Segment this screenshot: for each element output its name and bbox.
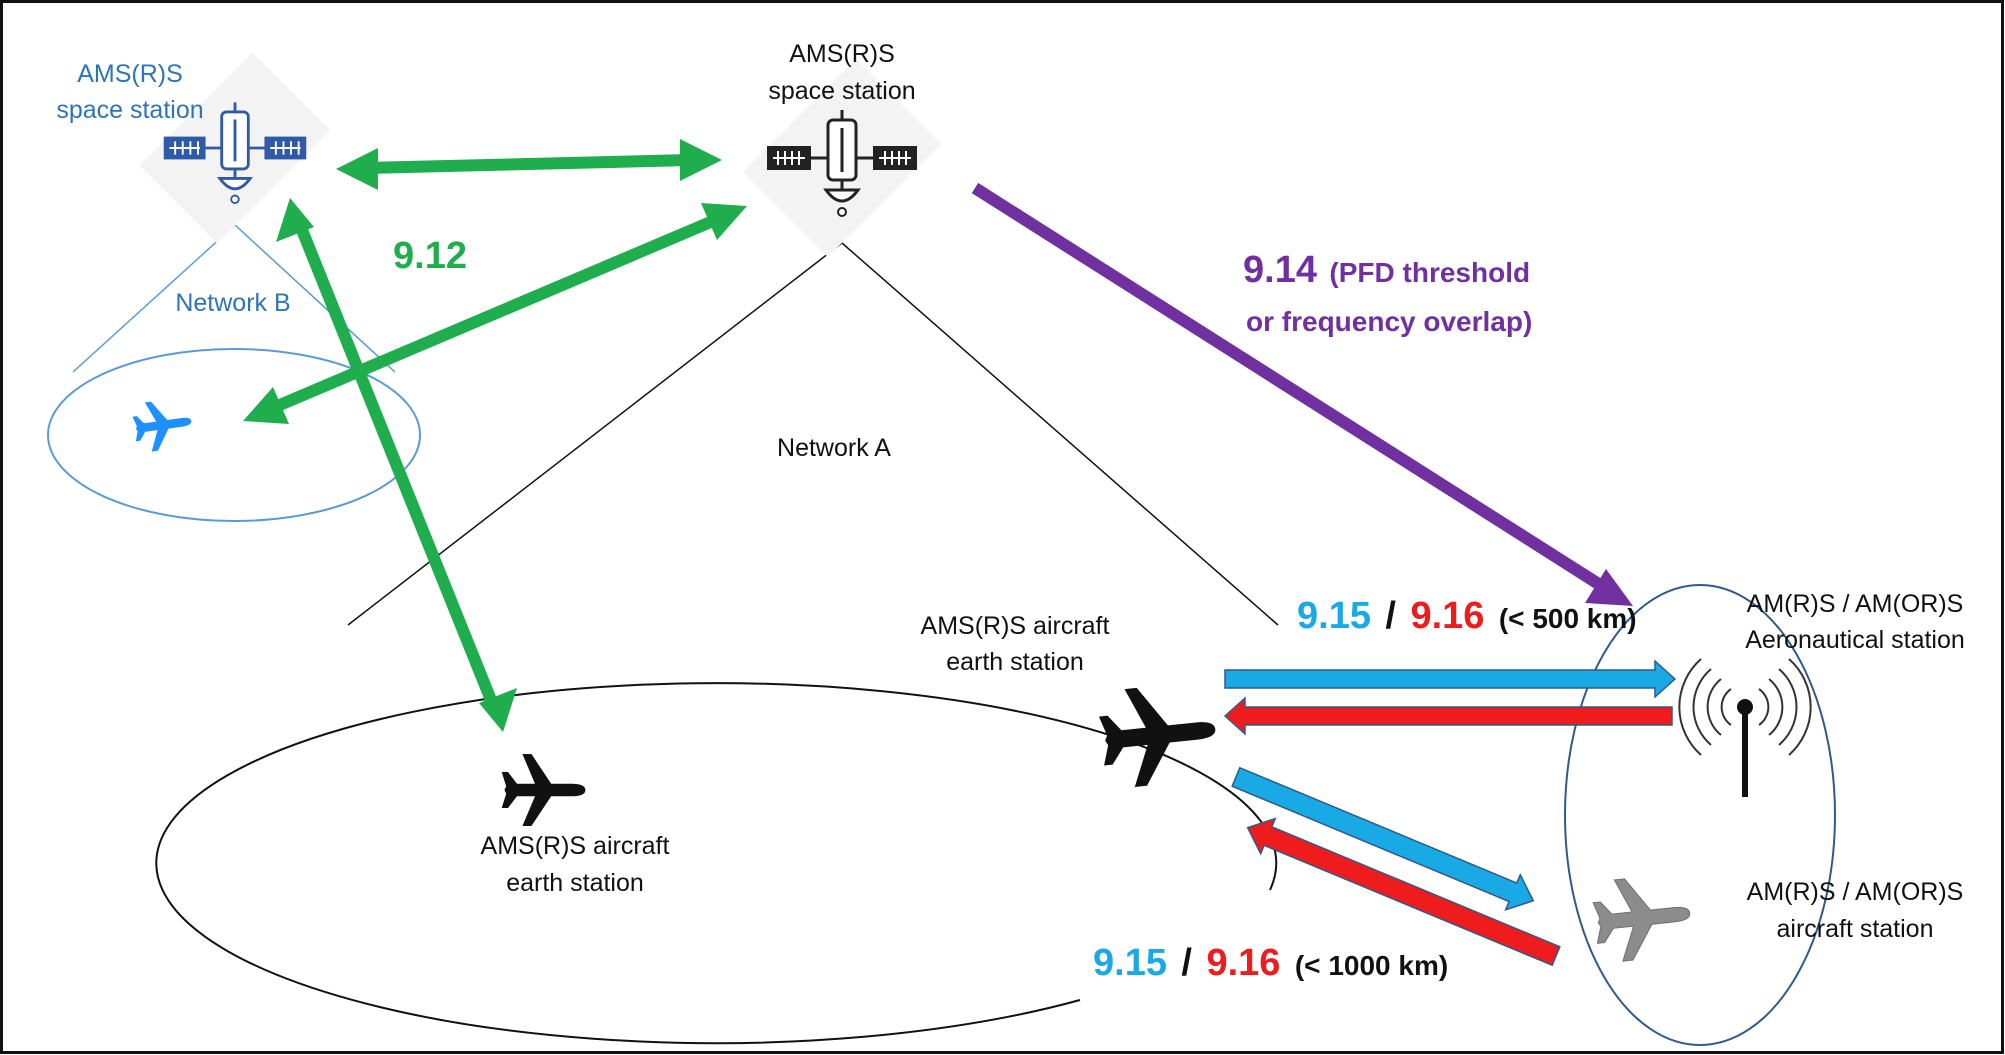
satellite-b-label-line2: space station <box>56 96 203 124</box>
annotation-lower: 9.15 / 9.16 (< 1000 km) <box>1093 942 1448 984</box>
satellite-a-label-line1: AMS(R)S <box>789 40 895 68</box>
arrow-upper-blue <box>1224 659 1677 699</box>
network-a-aircraft-label-line1: AMS(R)S aircraft <box>481 832 670 860</box>
aircraft-station-label-line2: aircraft station <box>1776 915 1933 943</box>
aircraft-station-label-line1: AM(R)S / AM(OR)S <box>1747 878 1964 906</box>
arrow-upper-red <box>1223 696 1673 736</box>
network-b-aircraft-icon <box>130 396 195 454</box>
arrow-sat-to-sat <box>336 139 722 190</box>
aeronautical-station-label-line2: Aeronautical station <box>1745 626 1965 654</box>
annotation-915-upper: 9.15 <box>1297 595 1371 637</box>
antenna-icon <box>1678 658 1812 797</box>
annotation-distance-upper: (< 500 km) <box>1499 603 1637 634</box>
aircraft-earth-station-label-line1: AMS(R)S aircraft <box>921 612 1110 640</box>
network-a-label: Network A <box>777 434 891 462</box>
network-b-label: Network B <box>175 289 290 317</box>
network-a-coverage <box>155 242 1279 1045</box>
annotation-914-number: 9.14 <box>1243 249 1317 291</box>
annotation-lower-separator: / <box>1181 942 1192 984</box>
annotation-upper: 9.15 / 9.16 (< 500 km) <box>1297 595 1637 637</box>
satellite-a-label-line2: space station <box>768 77 915 105</box>
network-a-aircraft-label-line2: earth station <box>506 869 644 897</box>
satellite-b-label-line1: AMS(R)S <box>77 60 183 88</box>
arrows-upper-915-916 <box>1223 659 1677 736</box>
annotation-914-text2: or frequency overlap) <box>1246 306 1532 337</box>
arrow-sat-a-to-network-b-aircraft <box>243 203 747 424</box>
annotation-914-text1: (PFD threshold <box>1329 257 1530 288</box>
arrow-914 <box>971 182 1633 606</box>
network-a-aircraft-icon <box>501 754 586 826</box>
aircraft-earth-station-label-line2: earth station <box>946 648 1084 676</box>
arrows-912 <box>243 139 747 732</box>
annotation-912: 9.12 <box>393 235 467 277</box>
aircraft-station-icon <box>1590 872 1695 965</box>
network-b-coverage <box>47 224 421 522</box>
satellite-b-icon <box>139 52 331 244</box>
arrows-lower-915-916 <box>1231 766 1561 967</box>
aeronautical-station-label-line1: AM(R)S / AM(OR)S <box>1747 590 1964 618</box>
aeronautical-station-area <box>1564 584 1836 1046</box>
arrow-sat-b-to-network-a-aircraft <box>276 198 517 732</box>
satellite-a-icon <box>743 59 941 257</box>
annotation-916-upper: 9.16 <box>1410 595 1484 637</box>
annotation-upper-separator: / <box>1385 595 1396 637</box>
annotation-915-lower: 9.15 <box>1093 942 1167 984</box>
annotation-distance-lower: (< 1000 km) <box>1295 950 1448 981</box>
annotation-914-line1: 9.14 (PFD threshold <box>1243 249 1530 291</box>
arrow-lower-blue <box>1231 766 1535 912</box>
arrow-lower-red <box>1246 817 1561 967</box>
annotation-916-lower: 9.16 <box>1206 942 1280 984</box>
